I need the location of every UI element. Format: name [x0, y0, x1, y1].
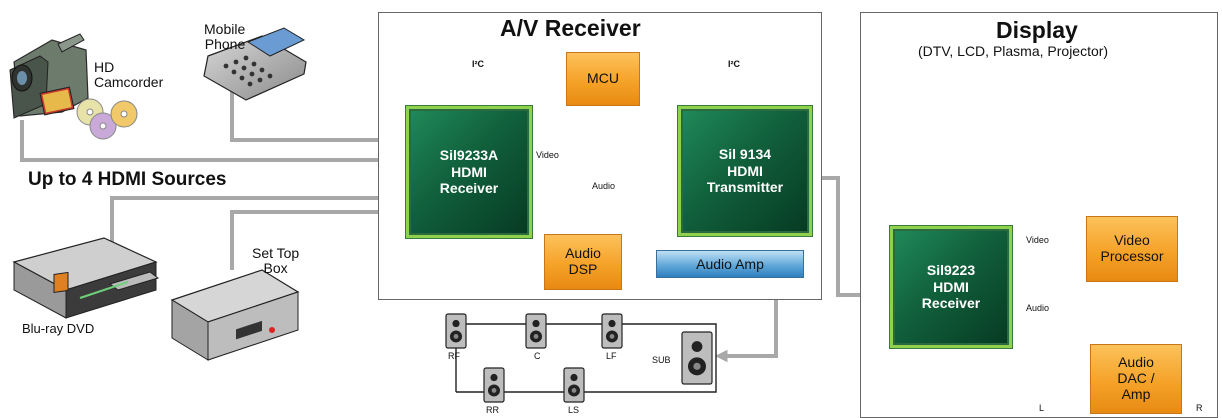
camcorder-device [9, 33, 138, 140]
audio-amp-label: Audio Amp [696, 256, 764, 272]
phone-label: Mobile Phone [194, 21, 246, 53]
display-title: Display [996, 17, 1078, 43]
speaker-c-label: C [534, 351, 541, 361]
speaker-rf-icon [445, 313, 467, 349]
speaker-lf-icon [601, 313, 623, 349]
arrow-settop-to-rx [230, 205, 406, 270]
camcorder-label-line2: Camcorder [94, 74, 164, 91]
disp-rx-line2: HDMI [933, 278, 969, 295]
speaker-c-icon [525, 313, 547, 349]
audio-amp-box: Audio Amp [656, 250, 804, 278]
disp-rx-line3: Receiver [921, 295, 981, 312]
sil9134-transmitter-chip: Sil 9134 HDMI Transmitter [678, 106, 812, 236]
speaker-rr-label: RR [486, 405, 499, 415]
speaker-rf-label: RF [448, 351, 460, 361]
sil9223-receiver-chip: Sil9223 HDMI Receiver [890, 226, 1012, 348]
display-subtitle: (DTV, LCD, Plasma, Projector) [918, 43, 1109, 59]
speaker-ls-label: LS [568, 405, 580, 415]
rx-chip-line3: Receiver [439, 180, 499, 197]
speaker-r-label: R [1196, 403, 1203, 413]
audio-dsp-box: Audio DSP [544, 234, 622, 290]
settop-label: Set Top Box [252, 245, 300, 277]
tx-chip-line1: Sil 9134 [718, 146, 772, 163]
display-audio-label: Audio [1026, 303, 1050, 313]
audio-dsp-line1: Audio [565, 245, 601, 262]
speaker-sub-label: SUB [652, 355, 671, 365]
arrow-phone-to-rx [230, 85, 406, 147]
rx-chip-line2: HDMI [451, 163, 487, 180]
tx-chip-line3: Transmitter [706, 179, 784, 196]
speaker-ls-icon [563, 367, 585, 403]
speaker-lf-label: LF [606, 351, 617, 361]
speaker-rr-icon [483, 367, 505, 403]
audio-dac-line3: Amp [1121, 385, 1151, 402]
video-processor-line2: Processor [1100, 248, 1164, 264]
disp-rx-line1: Sil9223 [926, 262, 976, 279]
audio-dsp-line2: DSP [568, 261, 598, 277]
phone-label-line1: Mobile [204, 21, 246, 37]
av-receiver-title: A/V Receiver [500, 15, 641, 41]
phone-label-line2: Phone [204, 36, 246, 53]
arrow-camcorder-to-rx [20, 120, 406, 167]
speaker-sub-icon [681, 331, 713, 385]
video-processor-box: Video Processor [1086, 216, 1178, 282]
audio-dac-box: Audio DAC / Amp [1090, 344, 1182, 414]
tx-chip-line2: HDMI [727, 162, 763, 179]
settop-device [170, 269, 300, 361]
av-audio-label: Audio [592, 181, 616, 191]
camcorder-label: HD Camcorder [94, 59, 164, 91]
i2c-left-label: I²C [472, 59, 484, 69]
settop-label-line1: Set Top [252, 245, 300, 261]
bluray-device [12, 237, 160, 319]
rx-chip-line1: Sil9233A [439, 147, 499, 164]
video-processor-line1: Video [1114, 232, 1150, 249]
audio-dac-line1: Audio [1118, 354, 1154, 371]
bluray-label: Blu-ray DVD [22, 321, 95, 336]
i2c-right-label: I²C [728, 59, 740, 69]
mcu-box: MCU [566, 52, 640, 106]
camcorder-label-line1: HD [94, 59, 115, 75]
sil9233a-receiver-chip: Sil9233A HDMI Receiver [406, 106, 532, 238]
phone-device [203, 27, 307, 101]
display-video-label: Video [1026, 235, 1049, 245]
audio-dac-line2: DAC / [1117, 370, 1155, 387]
settop-label-line2: Box [263, 260, 288, 277]
sources-caption: Up to 4 HDMI Sources [28, 169, 227, 190]
arrow-amp-sub [714, 278, 778, 363]
speaker-l-label: L [1039, 403, 1045, 413]
av-video-label: Video [536, 150, 559, 160]
mcu-label: MCU [587, 70, 619, 87]
